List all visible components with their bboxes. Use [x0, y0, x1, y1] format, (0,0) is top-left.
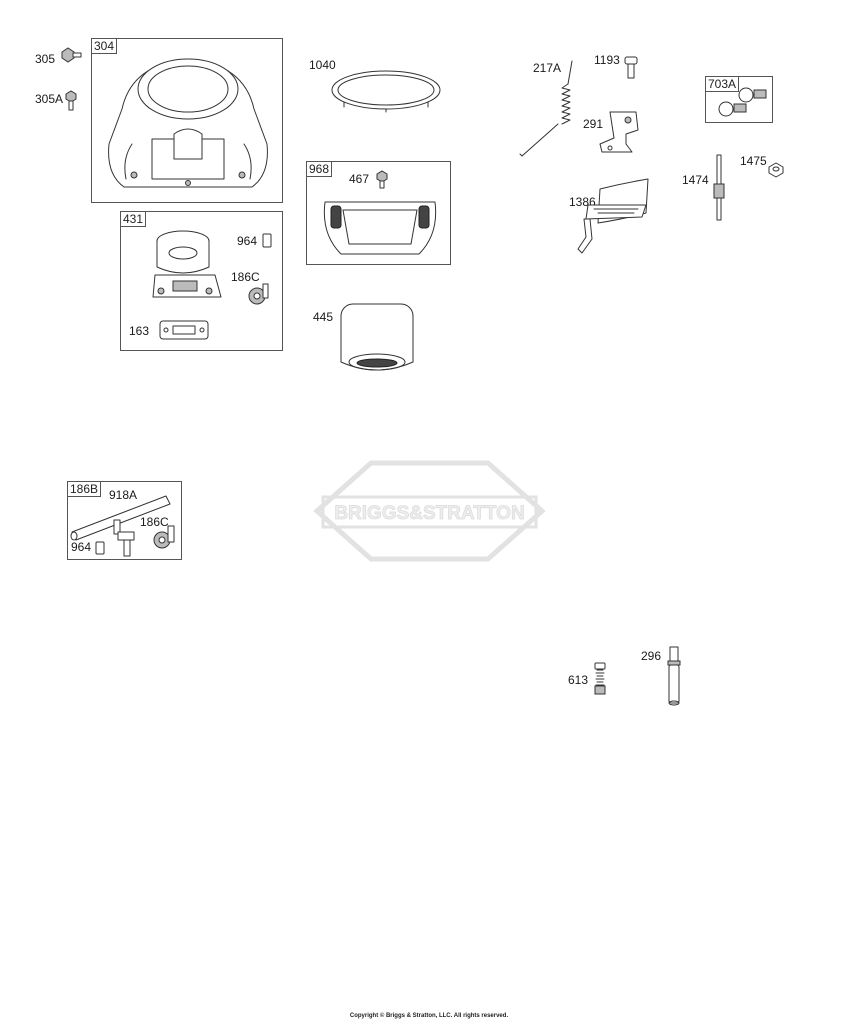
part-label-305a: 305A	[35, 92, 64, 106]
group-box-186b: 186B 918A 186C 964	[67, 481, 182, 560]
part-label-296: 296	[641, 649, 662, 663]
gasket-163-illustration	[159, 320, 209, 340]
blower-housing-illustration	[108, 58, 268, 188]
bolt-305-illustration	[61, 47, 82, 63]
knob-467-illustration	[376, 170, 388, 189]
watermark-text: BRIGGS&STRATTON	[334, 503, 524, 524]
fuel-line-kit-illustration	[70, 495, 175, 557]
air-cleaner-cover-illustration	[323, 201, 437, 255]
part-label-918a: 918A	[109, 488, 138, 502]
part-label-964-kit: 964	[71, 540, 92, 554]
group-box-304: 304	[91, 38, 283, 203]
part-label-163: 163	[129, 324, 150, 338]
fitting-186c-illustration	[248, 283, 269, 305]
bracket-291-illustration	[599, 111, 639, 153]
part-label-305: 305	[35, 52, 56, 66]
part-label-186c: 186C	[231, 270, 260, 284]
spring-217a-illustration	[519, 60, 573, 157]
group-label-703a: 703A	[705, 76, 740, 92]
part-label-217a: 217A	[533, 61, 562, 75]
intake-adapter-illustration	[152, 230, 222, 298]
group-label-431: 431	[120, 211, 147, 227]
part-label-186c-kit: 186C	[140, 515, 169, 529]
part-label-1193: 1193	[594, 53, 620, 67]
baffle-1386-illustration	[577, 178, 649, 254]
group-box-703a: 703A	[705, 76, 773, 123]
group-box-431: 431 964 186C 163	[120, 211, 283, 351]
nut-1475-illustration	[768, 162, 784, 178]
part-label-964: 964	[237, 234, 258, 248]
briggs-stratton-watermark: BRIGGS&STRATTON	[313, 460, 546, 562]
copyright-notice: Copyright © Briggs & Stratton, LLC. All …	[349, 1013, 509, 1019]
screw-613-illustration	[594, 662, 606, 695]
part-label-1040: 1040	[309, 58, 336, 72]
air-filter-445-illustration	[340, 303, 414, 371]
group-label-186b: 186B	[67, 481, 102, 497]
clamp-set-703a-illustration	[718, 87, 767, 117]
part-label-445: 445	[313, 310, 334, 324]
pin-296-illustration	[667, 646, 681, 706]
group-box-968: 968 467	[306, 161, 451, 265]
group-label-968: 968	[306, 161, 333, 177]
ring-1040-illustration	[331, 70, 441, 113]
plug-964-illustration	[262, 233, 272, 248]
stud-1474-illustration	[713, 154, 725, 221]
group-label-304: 304	[91, 38, 118, 54]
part-label-613: 613	[568, 673, 589, 687]
part-label-467: 467	[349, 172, 370, 186]
part-label-1474: 1474	[682, 173, 709, 187]
part-label-1475: 1475	[740, 154, 767, 168]
bolt-305a-illustration	[65, 90, 77, 111]
part-label-291: 291	[583, 117, 604, 131]
screw-1193-illustration	[624, 56, 638, 79]
